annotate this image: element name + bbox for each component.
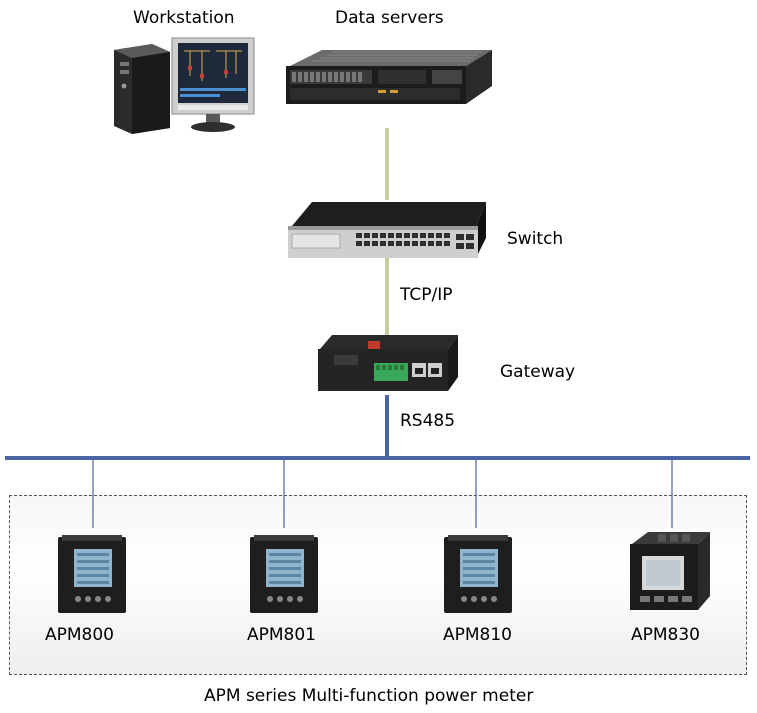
- apm830-meter-icon: [630, 532, 710, 610]
- apm810-meter-icon: [444, 535, 512, 613]
- meter-group-caption: APM series Multi-function power meter: [204, 686, 534, 706]
- meter-label-apm800: APM800: [45, 625, 114, 645]
- meter-group-box: [9, 495, 747, 675]
- gateway-label: Gateway: [500, 362, 576, 382]
- switch-label: Switch: [507, 229, 564, 249]
- meter-label-apm801: APM801: [247, 625, 316, 645]
- tcpip-label: TCP/IP: [400, 285, 453, 305]
- rs485-label: RS485: [400, 411, 456, 431]
- network-switch-icon: [288, 202, 486, 258]
- apm800-meter-icon: [58, 535, 126, 613]
- apm801-meter-icon: [250, 535, 318, 613]
- workstation-label: Workstation: [133, 8, 235, 28]
- meter-label-apm830: APM830: [631, 625, 700, 645]
- workstation-icon: [114, 37, 255, 134]
- gateway-icon: [318, 335, 458, 391]
- meter-label-apm810: APM810: [443, 625, 512, 645]
- server-rack-icon: [286, 50, 492, 104]
- data-servers-label: Data servers: [335, 8, 444, 28]
